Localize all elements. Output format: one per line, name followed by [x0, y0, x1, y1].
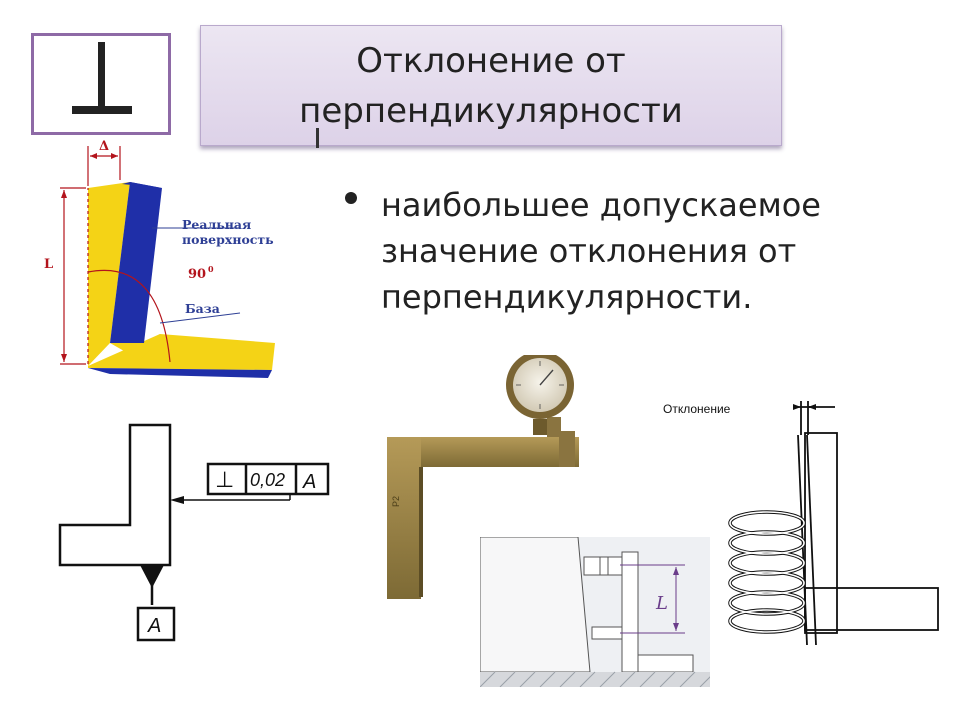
length-label: L: [44, 257, 53, 272]
real-surface-label-1: Реальная: [182, 217, 251, 232]
angle-label: 90: [188, 267, 206, 282]
bullet-text: наибольшее допускаемое значение отклонен…: [381, 186, 821, 316]
measurement-length-label: L: [655, 593, 668, 614]
perpendicularity-symbol-box: [31, 33, 171, 135]
gauge-mark: Р2: [391, 496, 401, 507]
perpendicularity-icon: [72, 42, 132, 114]
tolerance-drawing: ⊥ 0,02 A A: [58, 423, 330, 642]
perpendicularity-symbol: ⊥: [215, 467, 234, 492]
datum-box-label: A: [147, 615, 161, 637]
dial-indicator-gauge: Р2: [387, 355, 579, 599]
angle-unit-label: 0: [208, 264, 214, 274]
measurement-schematic: L: [480, 537, 710, 687]
slide-title: Отклонение от перпендикулярности: [299, 40, 683, 131]
spring-deviation-figure: Отклонение: [663, 401, 939, 645]
real-surface-label-2: поверхность: [182, 232, 274, 247]
bullet-item: наибольшее допускаемое значение отклонен…: [345, 182, 905, 320]
perpendicularity-angle-diagram: Δ L Реальная поверхность 90 0 База: [44, 139, 275, 378]
base-label: База: [185, 301, 220, 316]
tolerance-datum: A: [302, 471, 316, 493]
delta-label: Δ: [99, 139, 109, 154]
bullet-dot: [345, 192, 357, 204]
text-cursor: [316, 128, 319, 148]
deviation-label: Отклонение: [663, 402, 731, 416]
tolerance-value: 0,02: [250, 470, 285, 490]
title-banner: Отклонение от перпендикулярности: [200, 25, 782, 146]
